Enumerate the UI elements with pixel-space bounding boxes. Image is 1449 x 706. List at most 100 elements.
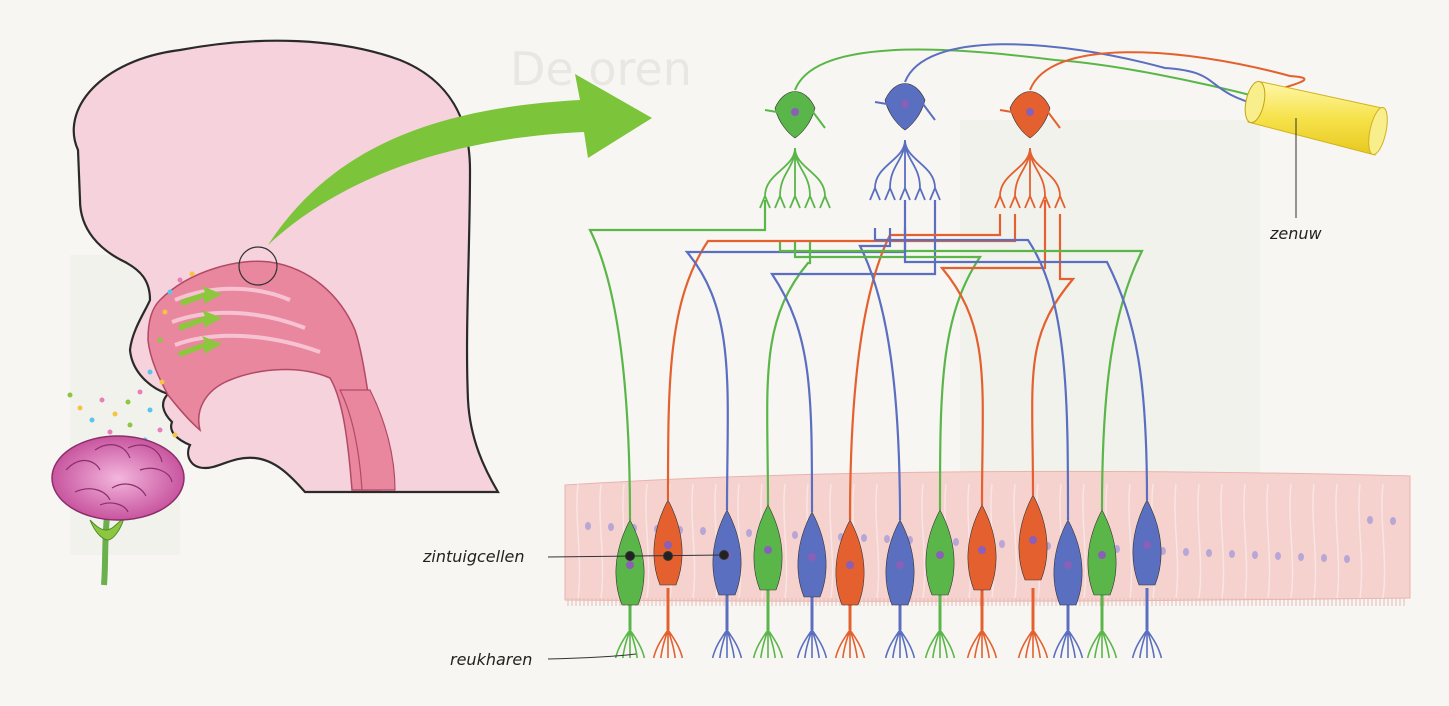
cell-nucleus — [896, 561, 904, 569]
axon — [778, 242, 1144, 511]
epithelium-cell — [1243, 483, 1248, 599]
svg-text:De oren: De oren — [510, 42, 692, 96]
cell-nucleus — [884, 535, 890, 543]
cell-nucleus — [764, 546, 772, 554]
epithelium-cell — [875, 483, 880, 599]
epithelium-cell — [921, 483, 926, 599]
olfactory-hairs — [1017, 629, 1049, 659]
axon — [1031, 214, 1076, 496]
epithelium-cell — [737, 483, 742, 599]
glomerulus-branches — [994, 147, 1066, 209]
olfactory-hairs — [924, 629, 956, 659]
cell-nucleus — [846, 561, 854, 569]
epithelium-cell — [1082, 483, 1087, 599]
cell-nucleus — [978, 546, 986, 554]
epithelium-cell — [576, 483, 581, 599]
olfactory-hairs — [834, 629, 866, 659]
epithelium-cell — [1220, 483, 1225, 599]
olfactory-hairs — [884, 629, 916, 659]
cell-nucleus — [1160, 547, 1166, 555]
epithelium-cell — [783, 483, 788, 599]
cell-nucleus — [792, 531, 798, 539]
epithelium-cell — [1358, 483, 1363, 599]
cell-nucleus — [1098, 551, 1106, 559]
cell-nucleus — [626, 561, 634, 569]
throat — [339, 389, 396, 491]
epithelium-cell — [1013, 483, 1018, 599]
cell-nucleus — [608, 523, 614, 531]
mitral-dendrite — [764, 109, 826, 129]
output-axon — [904, 43, 1263, 107]
axon — [793, 242, 983, 511]
label-zenuw: zenuw — [1270, 224, 1322, 243]
cell-nucleus — [1252, 551, 1258, 559]
cell-nucleus — [936, 551, 944, 559]
epithelium-cell — [1289, 483, 1294, 599]
mitral-dendrite — [999, 109, 1061, 129]
axon — [769, 200, 937, 513]
glomerulus-branches — [869, 139, 941, 201]
cell-nucleus — [1298, 553, 1304, 561]
cell-nucleus — [664, 541, 672, 549]
zoom-circle — [238, 246, 278, 286]
cell-nucleus — [1026, 108, 1034, 116]
axon — [766, 242, 812, 506]
carnation-flower-icon — [51, 435, 185, 586]
cell-nucleus — [1029, 536, 1037, 544]
cell-nucleus — [1344, 555, 1350, 563]
olfactory-hairs — [614, 629, 646, 659]
label-zintuigcellen: zintuigcellen — [423, 547, 525, 566]
neuron-wiring — [588, 200, 1149, 521]
inhale-arrows — [178, 286, 222, 357]
olfactory-hairs — [652, 629, 684, 659]
cell-nucleus — [808, 553, 816, 561]
label-reukharen: reukharen — [450, 650, 533, 669]
epithelium-cell — [1197, 483, 1202, 599]
nerve-bundle-icon — [1244, 80, 1388, 156]
olfactory-hairs — [752, 629, 784, 659]
cell-nucleus — [1206, 549, 1212, 557]
olfactory-hairs — [966, 629, 998, 659]
curved-arrow-icon — [268, 74, 652, 245]
axon — [666, 214, 1017, 501]
cell-nucleus — [861, 534, 867, 542]
olfactory-hairs — [796, 629, 828, 659]
glomerulus-branches — [759, 147, 831, 209]
epithelium-cell — [1381, 483, 1386, 599]
label-leaders — [547, 118, 1297, 660]
cell-nucleus — [901, 100, 909, 108]
cell-nucleus — [1229, 550, 1235, 558]
output-axon — [794, 48, 1263, 99]
axon — [903, 200, 1149, 501]
cell-nucleus — [1143, 541, 1151, 549]
olfactory-hairs — [1086, 629, 1118, 659]
cell-nucleus — [1367, 516, 1373, 524]
olfactory-hairs — [1052, 629, 1084, 659]
cell-nucleus — [999, 540, 1005, 548]
cell-nucleus — [746, 529, 752, 537]
cell-nucleus — [1275, 552, 1281, 560]
epithelium-cell — [599, 483, 604, 599]
epithelium-cell — [1266, 483, 1271, 599]
epithelium-cell — [645, 483, 650, 599]
nasal-conchae — [171, 286, 321, 354]
olfactory-hairs — [1131, 629, 1163, 659]
epithelium-cell — [1335, 483, 1340, 599]
epithelium-cell — [691, 483, 696, 599]
cell-nucleus — [700, 527, 706, 535]
odor-particles — [67, 271, 195, 443]
epithelium-cell — [829, 483, 834, 599]
epithelium-cell — [1312, 483, 1317, 599]
epithelium-cell — [1174, 483, 1179, 599]
head-cross-section — [67, 39, 500, 494]
axon — [848, 214, 1002, 521]
olfactory-hairs — [711, 629, 743, 659]
epithelium-cell — [1128, 483, 1133, 599]
axon — [873, 228, 1070, 521]
cell-nucleus — [585, 522, 591, 530]
cell-nucleus — [1183, 548, 1189, 556]
axon — [588, 200, 767, 521]
cell-nucleus — [1321, 554, 1327, 562]
cell-nucleus — [953, 538, 959, 546]
